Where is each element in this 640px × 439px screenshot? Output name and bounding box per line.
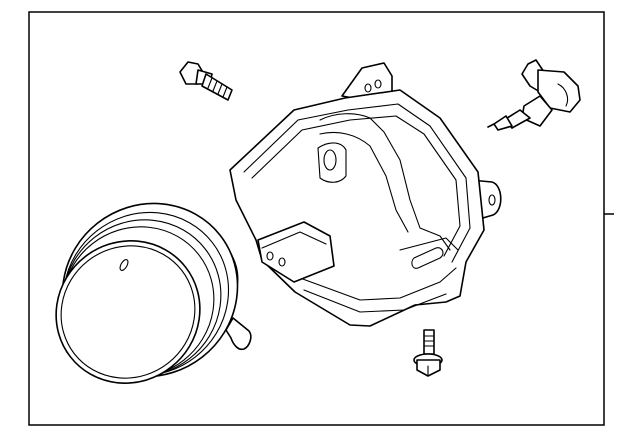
upper-bolt[interactable] bbox=[179, 61, 233, 101]
fog-lamp-assembly[interactable] bbox=[27, 168, 272, 412]
diagram-frame bbox=[28, 11, 605, 426]
lower-bolt[interactable] bbox=[413, 329, 443, 377]
halogen-bulb[interactable] bbox=[487, 59, 581, 131]
mounting-bracket[interactable] bbox=[229, 62, 502, 327]
